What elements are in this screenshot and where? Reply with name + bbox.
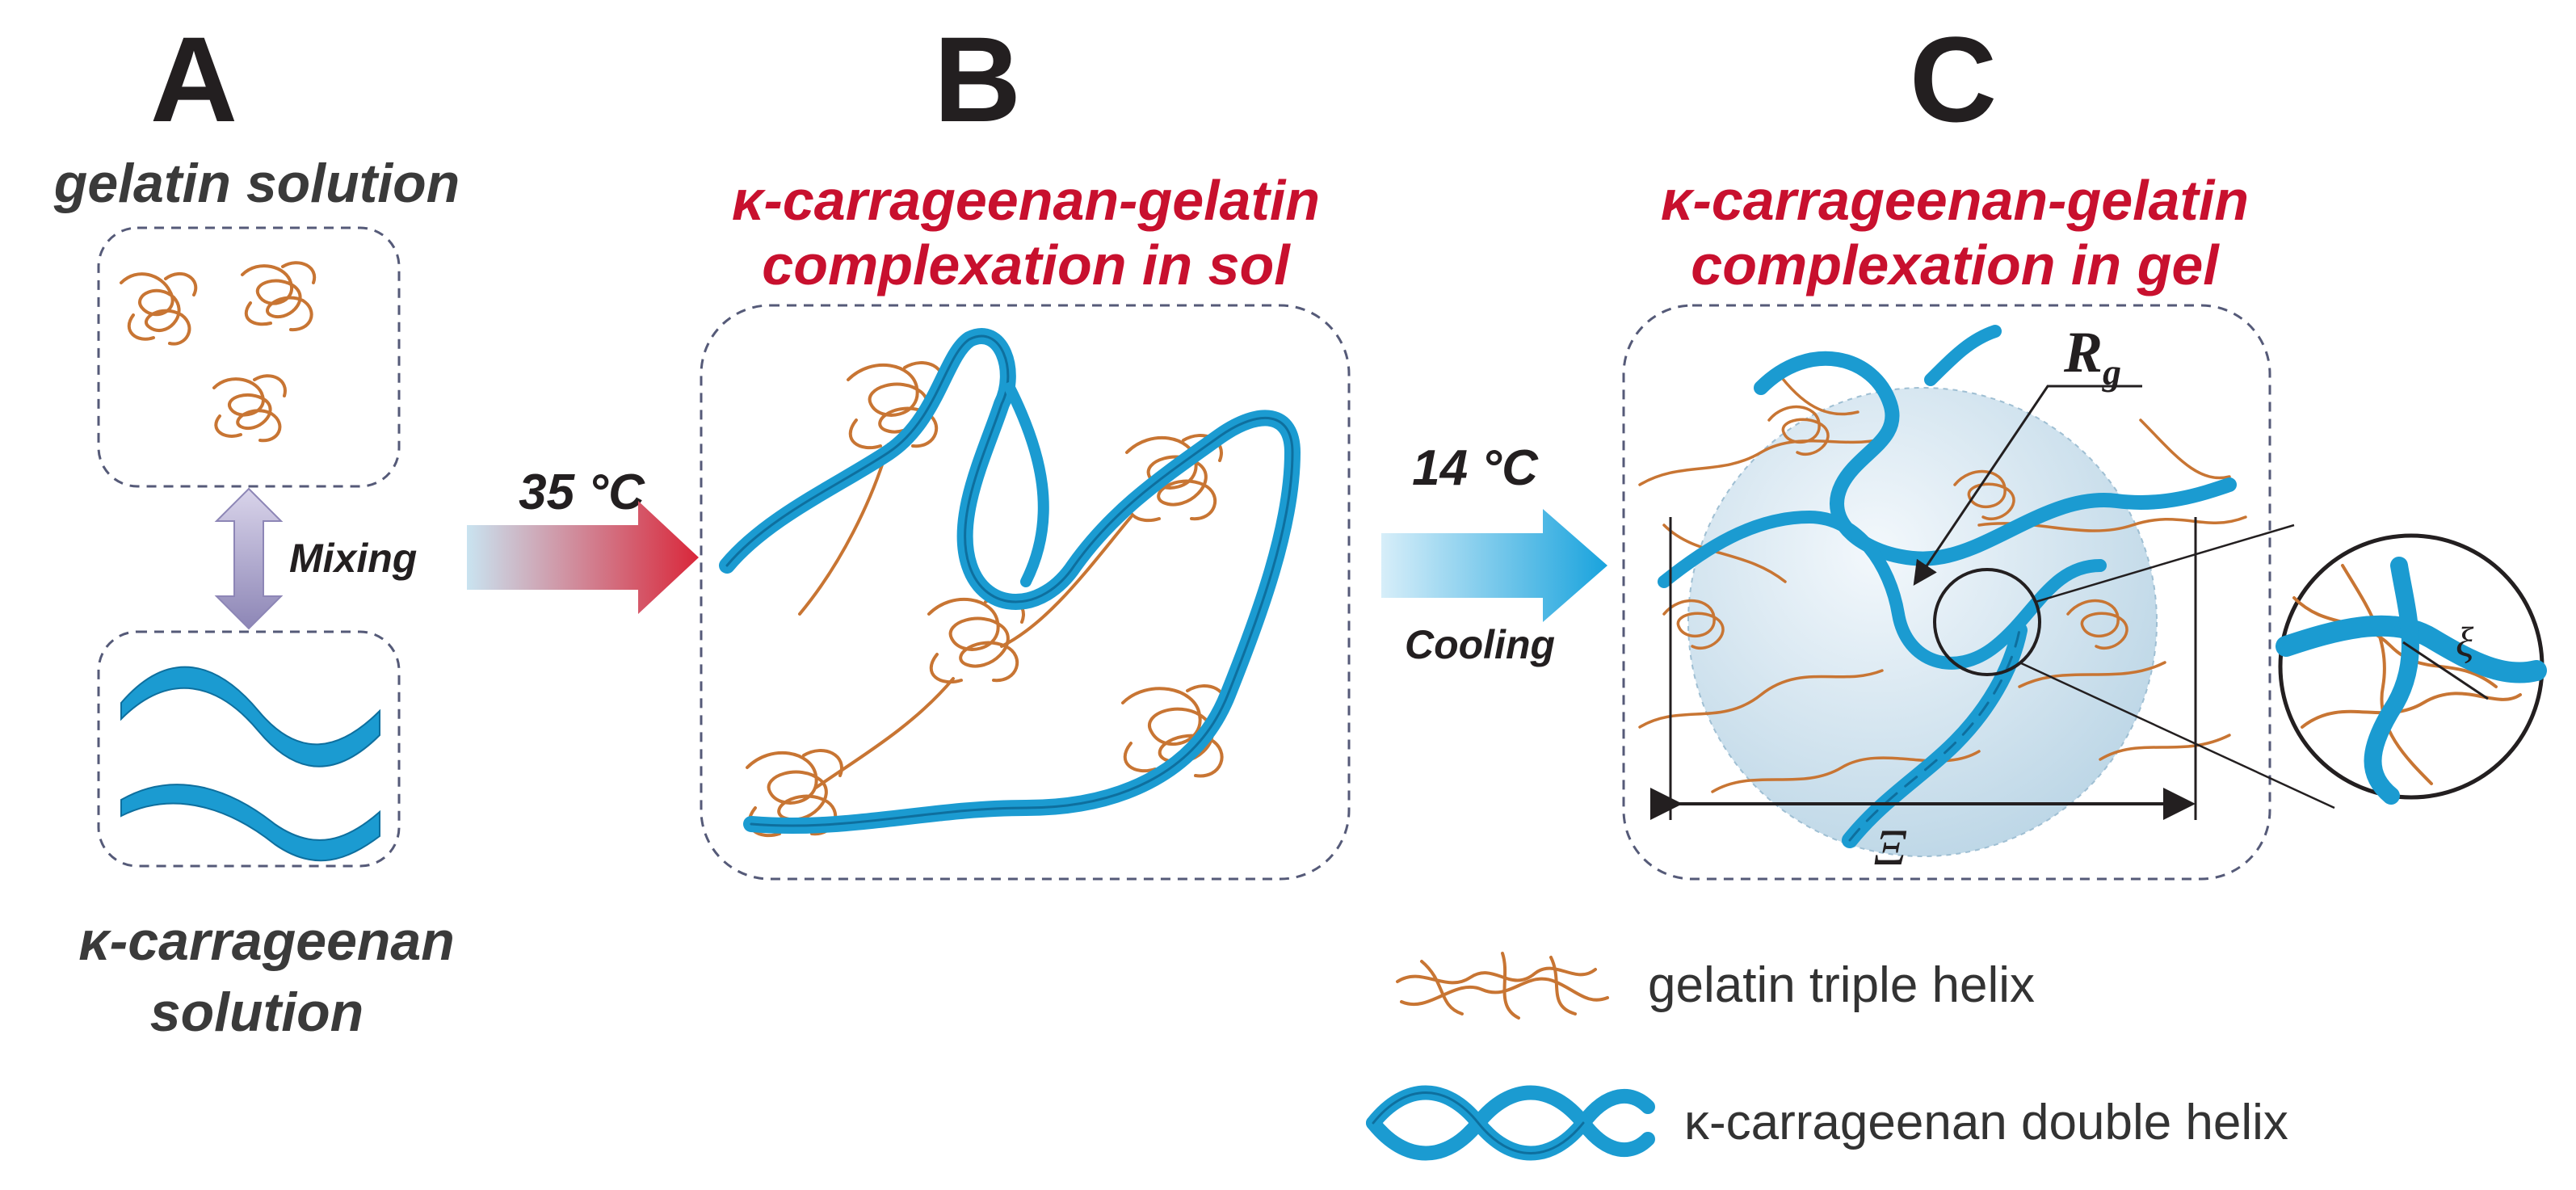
heating-arrow [467,501,699,614]
gelatin-network-c [1638,370,2247,793]
carrageenan-ribbons-b [719,328,1301,835]
panel-c-letter: C [1910,11,1997,147]
gelatin-solution-box [97,226,401,488]
mesh-size-symbol: Ξ [1874,818,1907,876]
panel-b-title-line1: κ-carrageenan-gelatin [732,169,1320,232]
cooling-arrow [1381,509,1607,622]
legend-gelatin-label: gelatin triple helix [1648,957,2035,1013]
mixing-label: Mixing [289,536,417,581]
gelatin-coil [120,272,198,346]
zoom-inset: ξ [2276,533,2547,805]
mixing-arrow [214,487,284,630]
legend: gelatin triple helix κ-carrageenan doubl… [1366,952,2288,1161]
carrageenan-ribbon [120,784,380,862]
zoom-source-circle [1933,568,2041,676]
carrageenan-ribbon [1004,382,1049,587]
gelatin-coil [212,374,287,443]
gelatin-strand [2292,564,2522,785]
panel-b-letter: B [934,11,1021,147]
carrageenan-ribbons-a [120,666,380,862]
carrageenan-solution-label-line1: κ-carrageenan [78,910,455,972]
carrageenan-ribbon-edge [725,334,1294,827]
panel-b-title-line2: complexation in sol [762,233,1291,296]
carrageenan-ribbon [1658,510,2107,670]
panel-a-letter: A [150,11,237,147]
carrageenan-ribbon [120,666,380,767]
zoom-line-bottom [2019,661,2335,809]
gelatin-coil [241,261,317,332]
carrageenan-solution-label-line2: solution [150,982,363,1043]
gyration-sphere [1687,387,2158,857]
gelatin-coils-a [120,261,317,443]
legend-carrageenan-label: κ-carrageenan double helix [1684,1095,2288,1150]
legend-gelatin-swatch [1396,952,1609,1020]
rg-symbol: Rg [2063,320,2121,393]
carrageenan-ribbon-edge [1848,629,2021,842]
zoom-line-top [2035,524,2295,603]
legend-carrageenan-swatch [1366,1085,1655,1161]
carrageenan-ribbon [1924,325,2002,386]
rg-subscript: g [2102,351,2121,393]
cooling-temperature-label: 14 °C [1412,440,1539,496]
rg-leader-line [1913,385,2142,586]
gelatin-coil [1662,406,2128,650]
panel-c-title-line1: κ-carrageenan-gelatin [1661,169,2249,232]
carrageenan-ribbon [2364,557,2419,805]
gel-complexation-box [1622,304,2271,881]
carrageenan-solution-box [97,630,401,868]
cooling-label: Cooling [1405,622,1555,667]
xi-small-symbol: ξ [2456,620,2474,666]
sol-complexation-box [700,304,1351,881]
panel-c-title-line2: complexation in gel [1691,233,2220,296]
gelatin-coil [927,595,1025,684]
xi-indicator-line [2402,641,2489,700]
gelatin-solution-label: gelatin solution [53,153,460,214]
heating-temperature-label: 35 °C [519,465,645,520]
gelatin-strand [1638,370,2247,793]
carrageenan-ribbon [2276,615,2547,683]
